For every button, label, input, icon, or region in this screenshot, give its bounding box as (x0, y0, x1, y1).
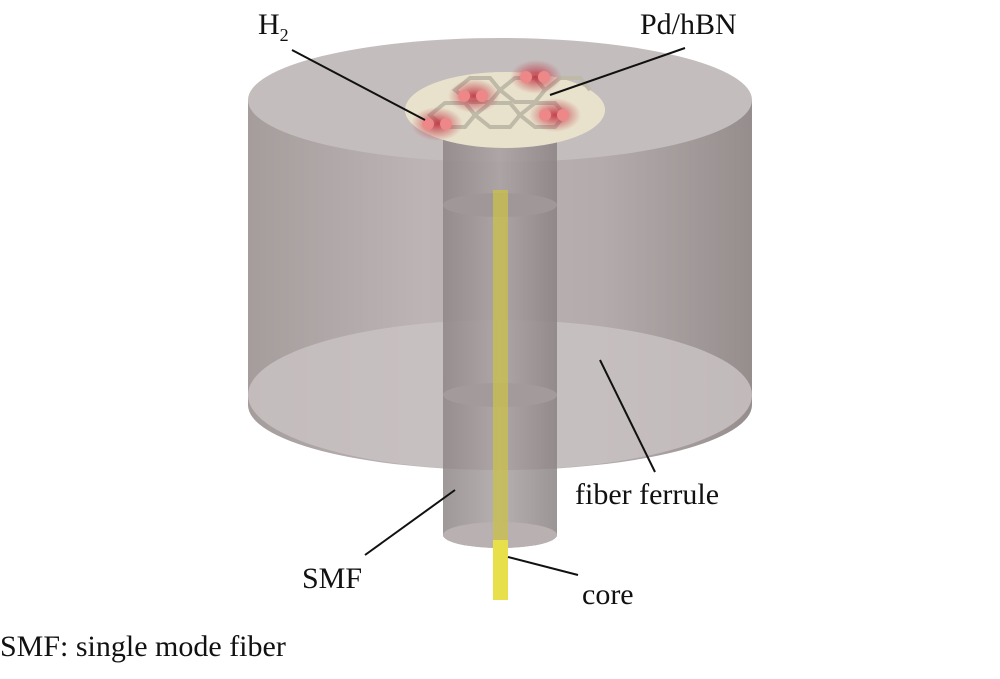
h2-molecules (411, 60, 581, 141)
label-fiber-ferrule: fiber ferrule (575, 478, 720, 511)
label-h2: H2 (258, 8, 289, 45)
fiber-core (493, 190, 508, 600)
fiber-core-exposed (493, 540, 508, 600)
label-pd-hbn: Pd/hBN (640, 8, 737, 41)
caption: SMF: single mode fiber (0, 630, 286, 663)
leader-lines (291, 47, 686, 576)
label-core: core (582, 578, 634, 611)
label-smf: SMF (302, 562, 363, 595)
